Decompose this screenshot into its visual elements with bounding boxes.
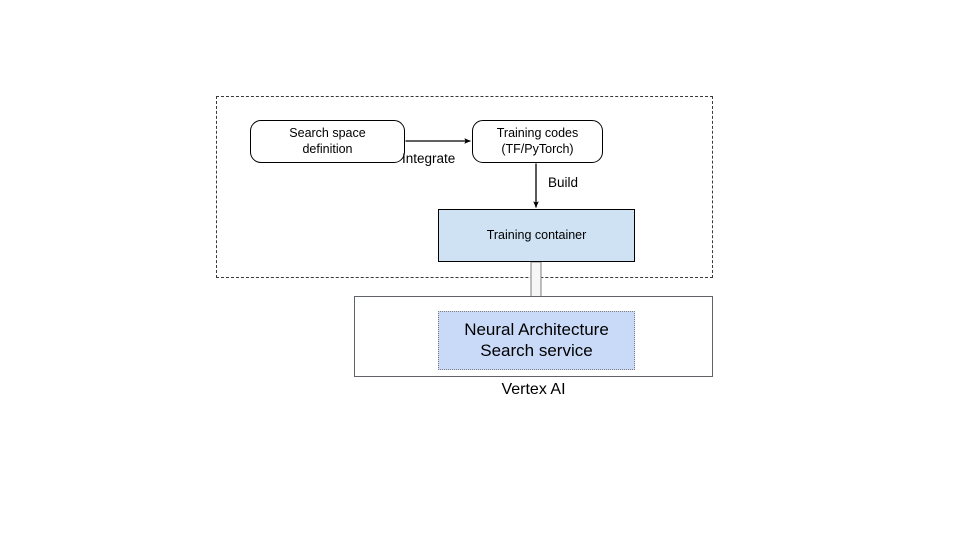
node-label-line-2: Search service	[480, 340, 593, 360]
vertex-ai-caption: Vertex AI	[501, 381, 566, 398]
node-label: Training codes (TF/PyTorch)	[497, 126, 579, 157]
edge-label-build: Build	[548, 175, 579, 190]
node-label: Training container	[486, 227, 587, 242]
node-label-line-1: Search space	[289, 125, 366, 140]
node-training-container[interactable]: Training container	[438, 209, 635, 262]
edge-label-integrate: Integrate	[402, 151, 456, 166]
node-training-codes[interactable]: Training codes (TF/PyTorch)	[472, 120, 603, 163]
node-label: Neural Architecture Search service	[464, 320, 609, 361]
node-label-line-1: Training codes	[496, 125, 579, 140]
user-side-group-container	[216, 96, 713, 278]
node-label-line-2: (TF/PyTorch)	[501, 141, 574, 156]
node-neural-architecture-search-service[interactable]: Neural Architecture Search service	[438, 311, 635, 370]
node-label-line-2: definition	[302, 141, 353, 156]
node-label-line-1: Neural Architecture	[464, 319, 609, 339]
node-label: Search space definition	[289, 126, 365, 157]
node-search-space-definition[interactable]: Search space definition	[250, 120, 405, 163]
